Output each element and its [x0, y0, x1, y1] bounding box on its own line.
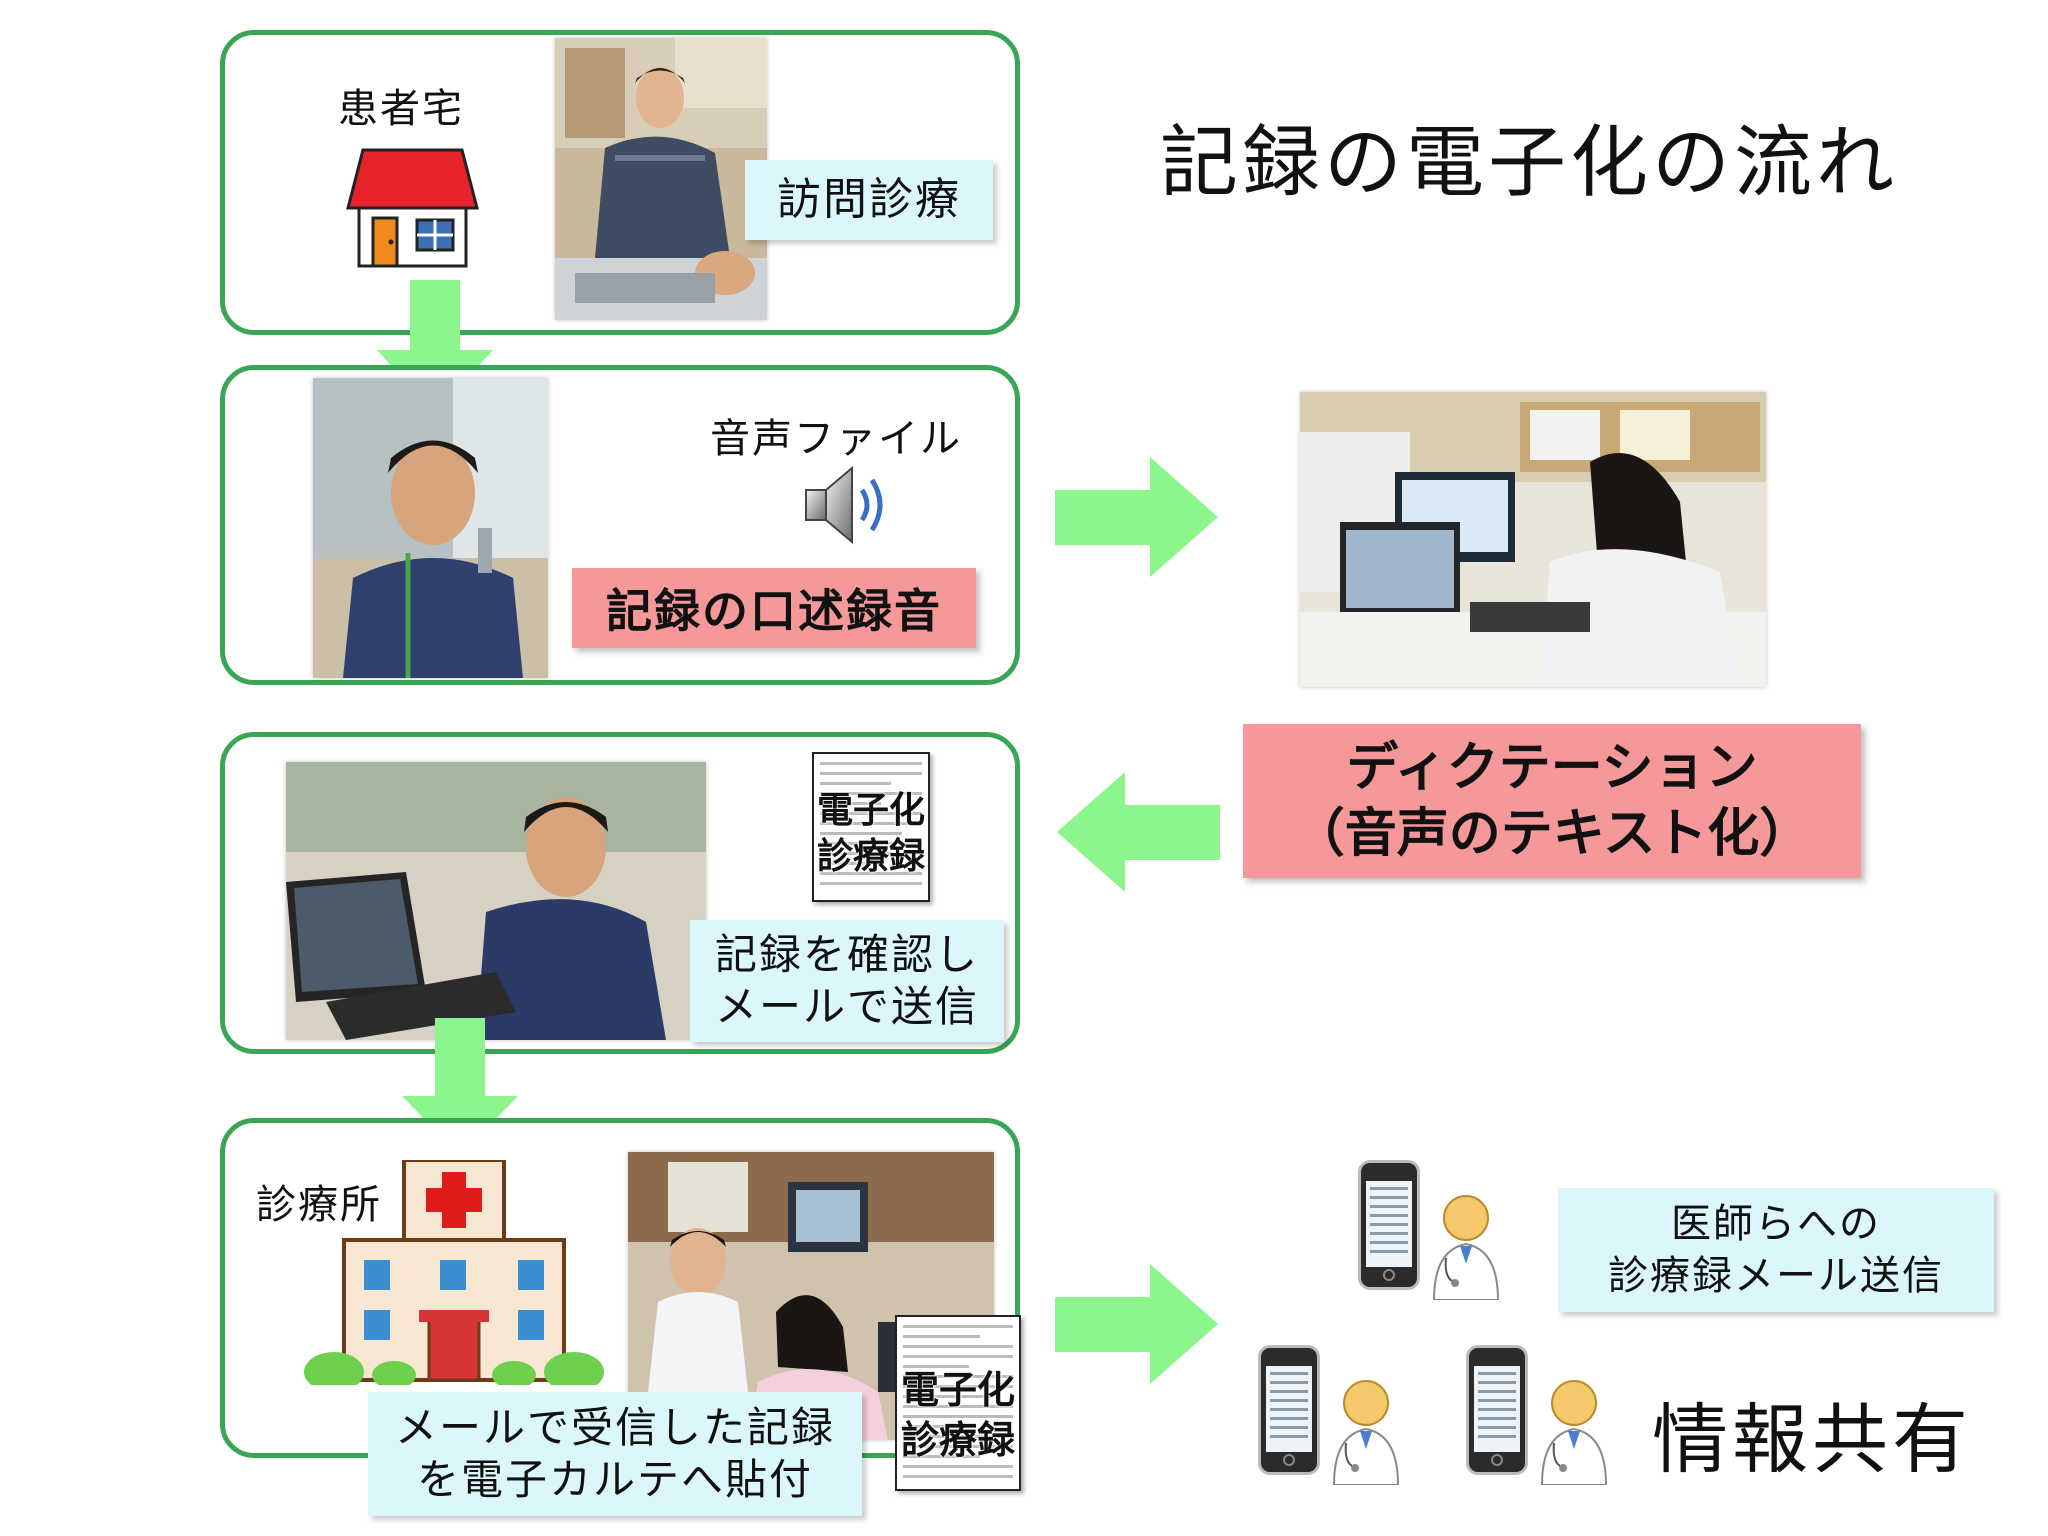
patient-home-label: 患者宅: [338, 86, 464, 132]
doc-title-line1: 電子化: [900, 1368, 1015, 1412]
hospital-icon: [284, 1158, 624, 1392]
doctor-mail-line2: 診療録メール送信: [1608, 1253, 1944, 1299]
smartphone-icon: [1258, 1345, 1320, 1475]
smartphone-icon: [1358, 1160, 1420, 1290]
doctor-icon: [1428, 1192, 1504, 1301]
home-visit-label: 訪問診療: [745, 160, 993, 240]
dictation-label-line2: （音声のテキスト化）: [1292, 804, 1812, 864]
paste-emr-line1: メールで受信した記録: [394, 1403, 835, 1452]
check-send-line2: メールで送信: [714, 982, 979, 1031]
dictation-photo: [1300, 392, 1766, 687]
arrow-left-icon: [1055, 770, 1220, 895]
phone-doctor-group-top: [1358, 1160, 1518, 1301]
doctor-mail-line1: 医師らへの: [1671, 1201, 1881, 1247]
doc-title-line1: 電子化: [816, 790, 925, 831]
arrow-right-icon: [1055, 455, 1220, 580]
doctor-icon: [1536, 1377, 1612, 1486]
car-recording-photo: [313, 378, 548, 678]
phone-doctor-group-left: [1258, 1345, 1418, 1486]
laptop-car-photo: [286, 762, 706, 1040]
dictation-label-line1: ディクテーション: [1346, 738, 1758, 798]
electronic-record-doc-1: 電子化 診療録: [812, 752, 930, 902]
arrow-right-icon: [1055, 1262, 1220, 1387]
page-title: 記録の電子化の流れ: [1160, 118, 1899, 208]
paste-emr-label: メールで受信した記録 を電子カルテへ貼付: [368, 1392, 862, 1516]
home-visit-photo: [555, 38, 767, 320]
house-icon: [345, 140, 480, 270]
audio-file-label: 音声ファイル: [710, 416, 962, 462]
oral-recording-label: 記録の口述録音: [572, 568, 976, 648]
paste-emr-line2: を電子カルテへ貼付: [416, 1455, 813, 1504]
phone-doctor-group-right: [1466, 1345, 1626, 1486]
speaker-icon: [800, 460, 900, 550]
dictation-label: ディクテーション （音声のテキスト化）: [1243, 724, 1861, 878]
doctor-icon: [1328, 1377, 1404, 1486]
electronic-record-doc-2: 電子化 診療録: [895, 1315, 1021, 1491]
doc-title-line2: 診療録: [816, 836, 925, 877]
check-send-label: 記録を確認し メールで送信: [690, 920, 1004, 1042]
doc-title-line2: 診療録: [900, 1418, 1015, 1462]
clinic-label: 診療所: [256, 1182, 382, 1228]
check-send-line1: 記録を確認し: [714, 930, 979, 979]
doctor-mail-label: 医師らへの 診療録メール送信: [1558, 1188, 1994, 1312]
info-sharing-label: 情報共有: [1652, 1395, 1972, 1484]
smartphone-icon: [1466, 1345, 1528, 1475]
